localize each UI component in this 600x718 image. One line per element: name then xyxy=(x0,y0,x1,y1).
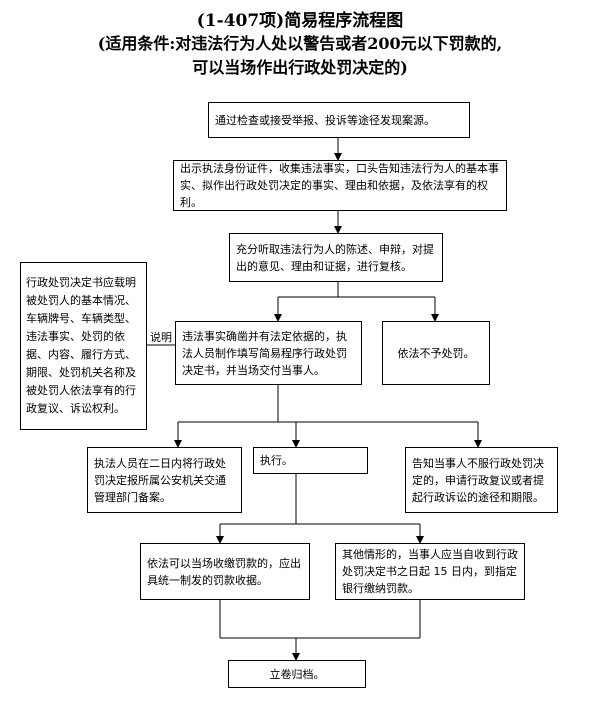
step-archive-text: 立卷归档。 xyxy=(269,667,325,681)
title-line-1: (1-407项)简易程序流程图 xyxy=(196,11,404,31)
step-identify-text: 出示执法身份证件，收集违法事实，口头告知违法行为人的基本事实、拟作出行政处罚决定… xyxy=(180,162,499,209)
step-file-record-text: 执法人员在二日内将行政处罚决定报所属公安机关交通管理部门备案。 xyxy=(94,456,226,504)
step-inform-rights: 告知当事人不服行政处罚决定的，申请行政复议或者提起行政诉讼的途径和期限。 xyxy=(405,447,558,513)
step-discover: 通过检查或接受举报、投诉等途径发现案源。 xyxy=(208,102,470,138)
note-label: 说明 xyxy=(150,331,172,344)
note-text: 行政处罚决定书应载明被处罚人的基本情况、车辆牌号、车辆类型、违法事实、处罚的依据… xyxy=(26,276,136,415)
note-box: 行政处罚决定书应载明被处罚人的基本情况、车辆牌号、车辆类型、违法事实、处罚的依据… xyxy=(20,262,147,430)
title-line-2: (适用条件:对违法行为人处以警告或者200元以下罚款的, xyxy=(97,34,503,53)
step-execute-text: 执行。 xyxy=(260,454,293,467)
step-archive: 立卷归档。 xyxy=(228,660,366,688)
step-no-penalty-text: 依法不予处罚。 xyxy=(397,346,475,360)
step-bank-payment: 其他情形的，当事人应当自收到行政处罚决定书之日起 15 日内，到指定银行缴纳罚款… xyxy=(335,543,525,600)
step-no-penalty: 依法不予处罚。 xyxy=(382,321,490,385)
step-bank-payment-text: 其他情形的，当事人应当自收到行政处罚决定书之日起 15 日内，到指定银行缴纳罚款… xyxy=(342,548,518,595)
step-collect-onsite-text: 依法可以当场收缴罚款的，应出具统一制发的罚款收据。 xyxy=(147,556,301,587)
title-line-3: 可以当场作出行政处罚决定的) xyxy=(192,58,408,77)
step-decide-text: 违法事实确凿并有法定依据的，执法人员制作填写简易程序行政处罚决定书，并当场交付当… xyxy=(182,329,347,377)
step-hear: 充分听取违法行为人的陈述、申辩，对提出的意见、理由和证据，进行复核。 xyxy=(229,233,443,282)
step-collect-onsite: 依法可以当场收缴罚款的，应出具统一制发的罚款收据。 xyxy=(140,543,310,600)
step-execute: 执行。 xyxy=(253,447,368,474)
step-inform-rights-text: 告知当事人不服行政处罚决定的，申请行政复议或者提起行政诉讼的途径和期限。 xyxy=(412,456,544,504)
step-hear-text: 充分听取违法行为人的陈述、申辩，对提出的意见、理由和证据，进行复核。 xyxy=(236,242,434,273)
step-identify: 出示执法身份证件，收集违法事实，口头告知违法行为人的基本事实、拟作出行政处罚决定… xyxy=(173,160,507,211)
step-file-record: 执法人员在二日内将行政处罚决定报所属公安机关交通管理部门备案。 xyxy=(87,447,242,513)
step-decide: 违法事实确凿并有法定依据的，执法人员制作填写简易程序行政处罚决定书，并当场交付当… xyxy=(175,321,362,385)
step-discover-text: 通过检查或接受举报、投诉等途径发现案源。 xyxy=(215,113,435,127)
